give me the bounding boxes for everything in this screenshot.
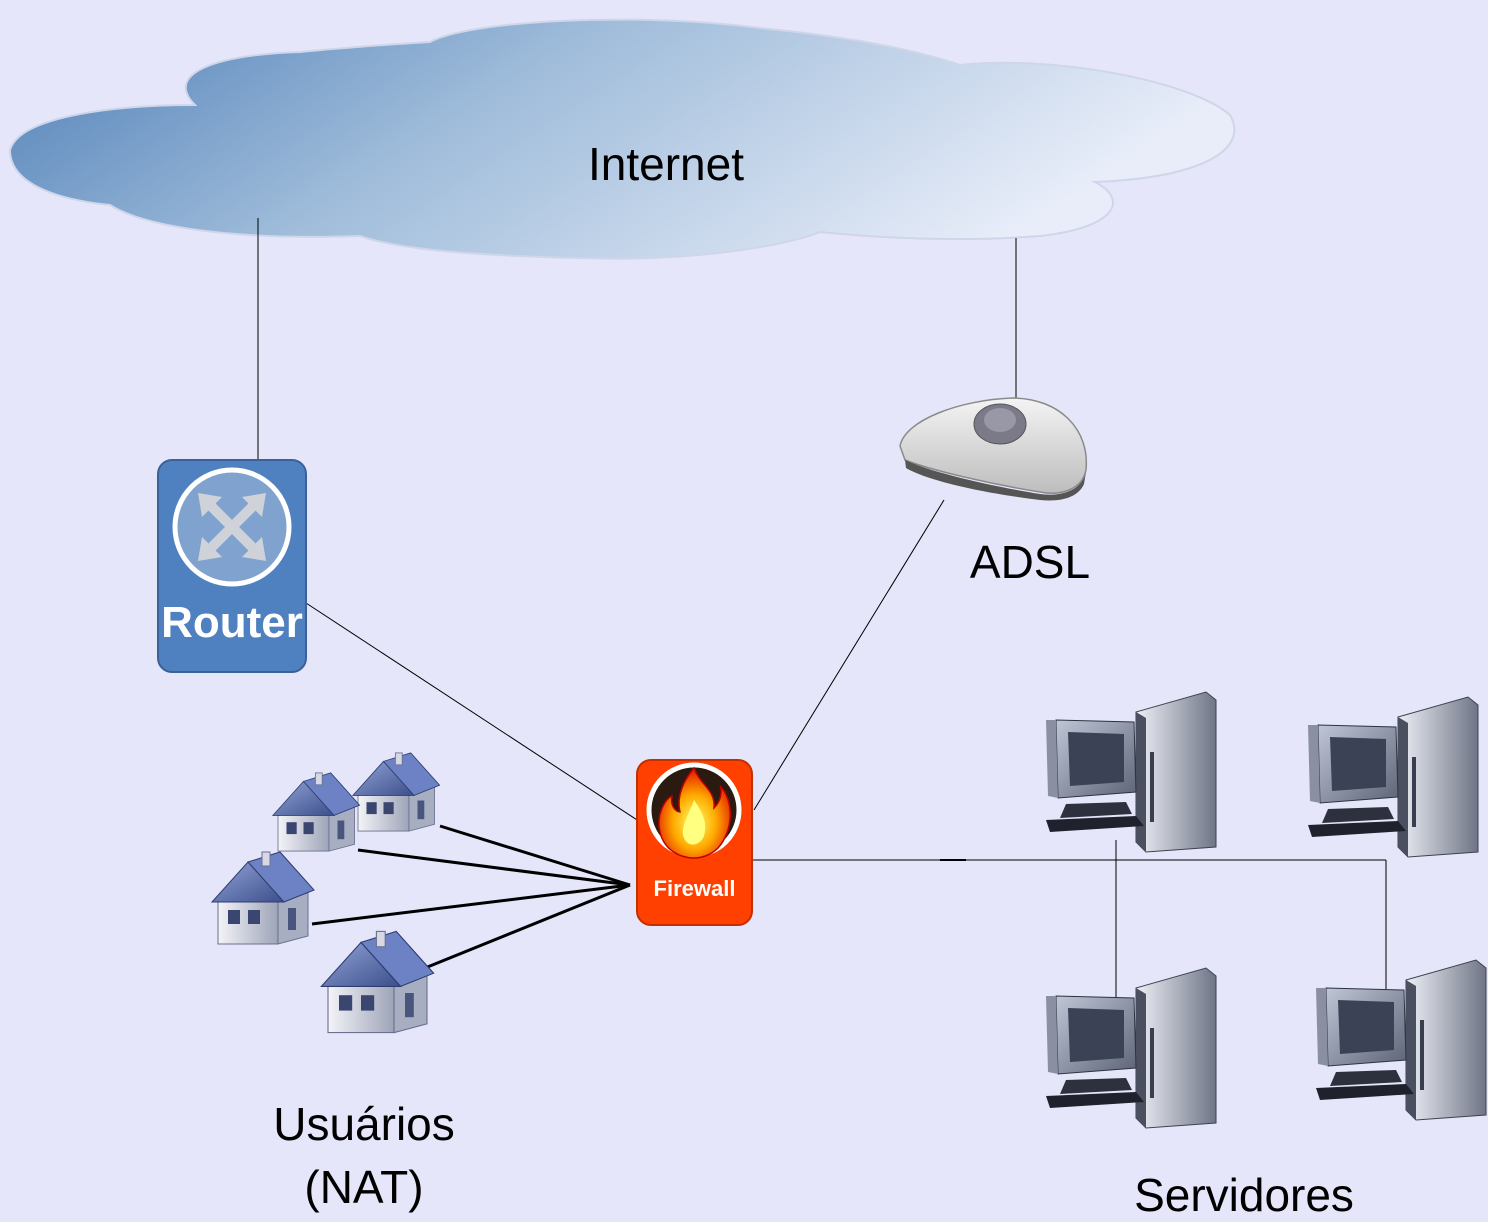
- house-icon: [320, 930, 435, 1034]
- server-icon: [1045, 691, 1217, 853]
- link-router-firewall: [305, 602, 661, 836]
- adsl-label: ADSL: [969, 536, 1091, 588]
- link-house2-firewall: [357, 848, 631, 887]
- server-icon: [1315, 959, 1487, 1121]
- internet-cloud: [8, 18, 1236, 260]
- link-house1-firewall: [439, 824, 631, 887]
- internet-label: Internet: [588, 138, 744, 190]
- links: [257, 218, 1387, 1000]
- link-house4-firewall: [424, 883, 631, 970]
- link-adsl-firewall: [753, 499, 945, 811]
- house-icon: [352, 752, 441, 832]
- house-icon: [272, 772, 361, 852]
- users-label-line1: Usuários: [273, 1098, 455, 1150]
- router-label: Router: [161, 598, 303, 647]
- users-group: [211, 752, 441, 1034]
- servers-group: [1045, 691, 1487, 1129]
- servers-label: Servidores: [1134, 1169, 1354, 1221]
- users-label-line2: (NAT): [304, 1161, 424, 1213]
- cloud-icon: [8, 18, 1236, 260]
- link-house3-firewall: [311, 883, 631, 926]
- modem-icon: [899, 397, 1088, 501]
- router-node: [157, 459, 307, 673]
- server-icon: [1307, 696, 1479, 858]
- server-icon: [1045, 967, 1217, 1129]
- adsl-node: [899, 397, 1088, 501]
- firewall-label: Firewall: [653, 876, 736, 901]
- house-icon: [211, 851, 315, 945]
- firewall-node: [636, 759, 753, 926]
